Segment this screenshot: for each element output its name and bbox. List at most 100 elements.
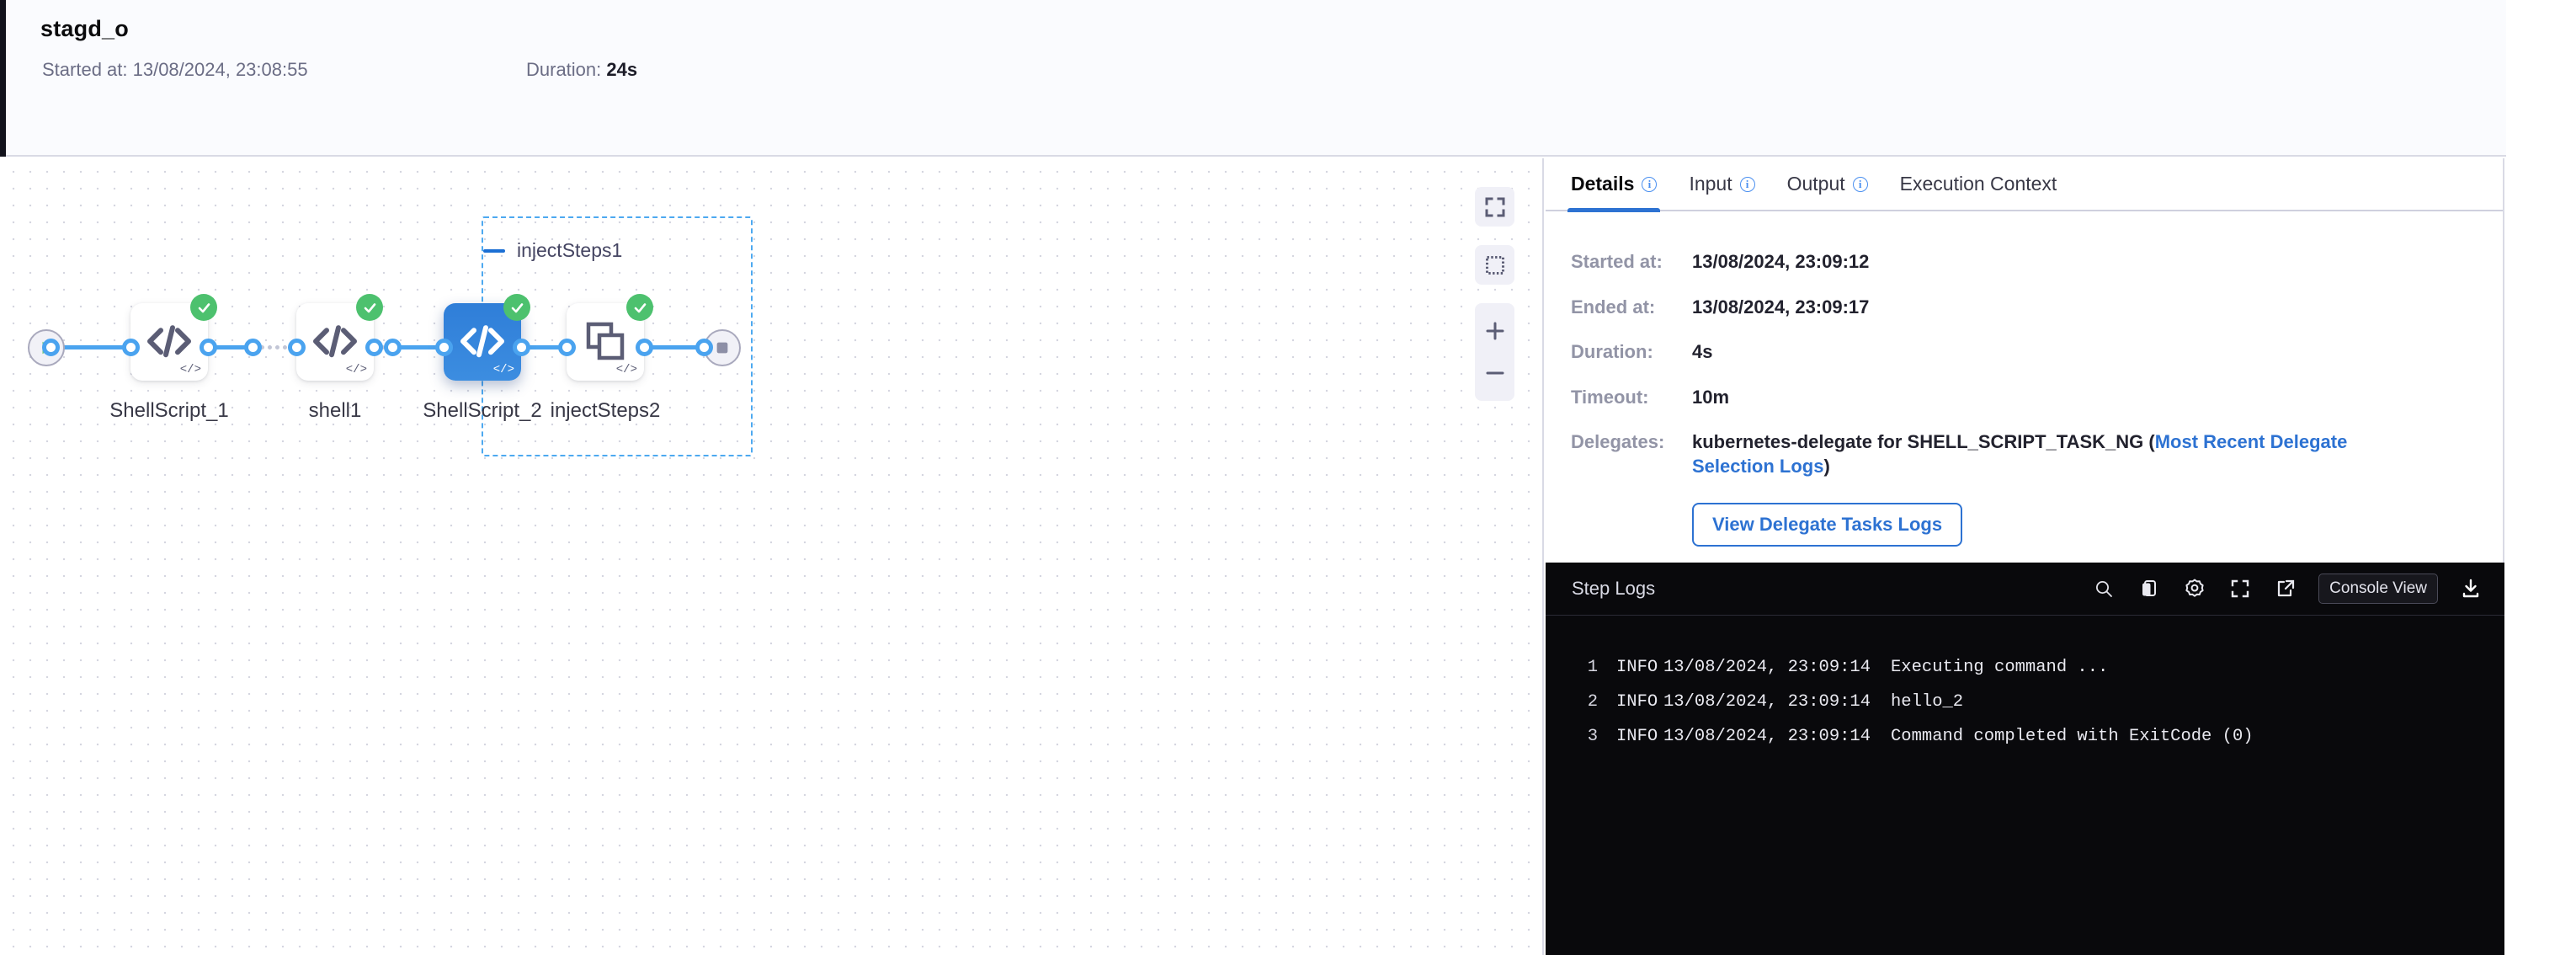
canvas-controls [1475,187,1514,419]
node-shellscript-2[interactable]: </> [444,294,530,381]
port-injectsteps2-out[interactable] [636,339,653,356]
status-badge-success [356,294,383,321]
group-header[interactable]: injectSteps1 [483,239,622,262]
detail-tabs: Details i Input i Output i Execution Con… [1546,157,2503,212]
zoom-controls [1475,303,1514,401]
port-shellscript1-out[interactable] [200,339,217,356]
group-label: injectSteps1 [517,239,623,261]
log-line-number: 1 [1587,658,1598,677]
info-icon[interactable]: i [1739,176,1755,192]
code-icon [460,325,504,358]
log-timestamp: 13/08/2024, 23:09:14 [1663,658,1871,677]
port-start-out[interactable] [42,339,60,356]
page-title: stagd_o [40,16,129,41]
log-line[interactable]: 1 INFO 13/08/2024, 23:09:14 Executing co… [1546,650,2504,685]
port-shell1-out[interactable] [365,339,383,356]
delegate-suffix: ) [1823,455,1830,477]
detail-label-duration: Duration: [1571,341,1653,363]
port-end-in[interactable] [695,339,713,356]
node-type-code-icon: </> [615,363,637,376]
log-message: Command completed with ExitCode (0) [1891,727,2254,746]
tab-input-label: Input [1689,173,1732,195]
fullscreen-icon[interactable] [2227,576,2253,601]
node-type-code-icon: </> [345,363,367,376]
log-timestamp: 13/08/2024, 23:09:14 [1663,727,1871,746]
open-external-glyph [2278,579,2295,597]
log-level: INFO [1616,727,1658,746]
search-icon[interactable] [2091,576,2116,601]
log-timestamp: 13/08/2024, 23:09:14 [1663,692,1871,712]
detail-label-delegates: Delegates: [1571,431,1665,453]
log-lines[interactable]: 1 INFO 13/08/2024, 23:09:14 Executing co… [1546,616,2504,955]
wire-injectsteps2-to-end [631,345,711,349]
log-line[interactable]: 3 INFO 13/08/2024, 23:09:14 Command comp… [1546,719,2504,754]
node-shellscript-1[interactable]: </> [130,294,217,381]
execution-header: stagd_o Started at: 13/08/2024, 23:08:55… [6,0,2576,157]
fullscreen-glyph [2231,579,2249,598]
delegate-selection-logs-link[interactable]: Most Recent Delegate Selection Logs [1692,431,2348,477]
detail-label-timeout: Timeout: [1571,386,1649,408]
started-at-text: Started at: 13/08/2024, 23:08:55 [42,59,308,80]
duration-value: 24s [606,59,638,80]
port-shellscript2-out[interactable] [513,339,530,356]
node-shell1[interactable]: </> [296,294,383,381]
open-external-icon[interactable] [2273,576,2298,601]
detail-label-ended-at: Ended at: [1571,296,1656,317]
port-injectsteps2-in[interactable] [558,339,576,356]
tab-input[interactable]: Input i [1685,157,1758,211]
gear-icon[interactable] [2182,576,2207,601]
node-label-shellscript-2: ShellScript_2 [423,399,542,422]
duration-label: Duration: [526,59,602,80]
console-title: Step Logs [1572,578,1656,599]
port-shellscript1-in[interactable] [122,339,140,356]
end-node[interactable] [704,329,741,366]
zoom-out-button[interactable] [1475,352,1514,394]
port-group-in[interactable] [244,339,262,356]
check-icon [634,302,646,312]
node-label-shellscript-1: ShellScript_1 [109,399,229,422]
copy-icon[interactable] [2137,576,2162,601]
selection-box-button[interactable] [1475,245,1514,285]
info-icon[interactable]: i [1852,176,1868,192]
node-label-injectsteps2: injectSteps2 [550,399,661,422]
copy-squares-icon [586,322,625,360]
tab-output-label: Output [1786,173,1845,195]
info-icon[interactable]: i [1642,176,1658,192]
log-line[interactable]: 2 INFO 13/08/2024, 23:09:14 hello_2 [1546,685,2504,719]
detail-value-delegates: kubernetes-delegate for SHELL_SCRIPT_TAS… [1692,430,2357,478]
node-injectsteps2[interactable]: </> [567,294,653,381]
right-gutter [2506,0,2576,955]
wire-group-in-to-shell1 [253,345,295,349]
detail-row-ended-at: Ended at: 13/08/2024, 23:09:17 [1571,296,2503,320]
minus-icon[interactable] [483,248,505,253]
code-icon [147,325,191,358]
wire-start-to-shellscript1 [51,345,130,349]
duration-text: Duration: 24s [526,59,637,81]
tab-execution-context[interactable]: Execution Context [1897,157,2061,211]
tab-output[interactable]: Output i [1784,157,1871,211]
minus-icon [1486,371,1504,375]
view-delegate-tasks-logs-button[interactable]: View Delegate Tasks Logs [1692,502,1963,547]
detail-row-timeout: Timeout: 10m [1571,386,2503,410]
left-nav-rail [0,0,6,157]
port-shell1-in[interactable] [288,339,306,356]
port-shellscript2-in[interactable] [435,339,453,356]
console-view-button[interactable]: Console View [2318,574,2438,604]
detail-value-started-at: 13/08/2024, 23:09:12 [1692,251,1870,272]
detail-row-delegates: Delegates: kubernetes-delegate for SHELL… [1571,430,2503,478]
download-icon[interactable] [2458,576,2483,601]
step-logs-console: Step Logs [1546,563,2504,955]
pipeline-canvas[interactable]: injectSteps1 </> ShellScript_1 [0,158,1544,955]
download-glyph [2462,579,2479,598]
tab-details[interactable]: Details i [1567,157,1661,212]
delegate-text: kubernetes-delegate for SHELL_SCRIPT_TAS… [1692,431,2155,453]
expand-corners-icon [1485,197,1504,216]
check-icon [511,302,523,312]
zoom-in-button[interactable] [1475,310,1514,352]
port-group-out[interactable] [384,339,402,356]
status-badge-success [503,294,530,321]
detail-label-started-at: Started at: [1571,251,1663,272]
fit-to-screen-button[interactable] [1475,187,1514,227]
detail-value-duration: 4s [1692,341,1713,363]
node-type-code-icon: </> [179,363,201,376]
